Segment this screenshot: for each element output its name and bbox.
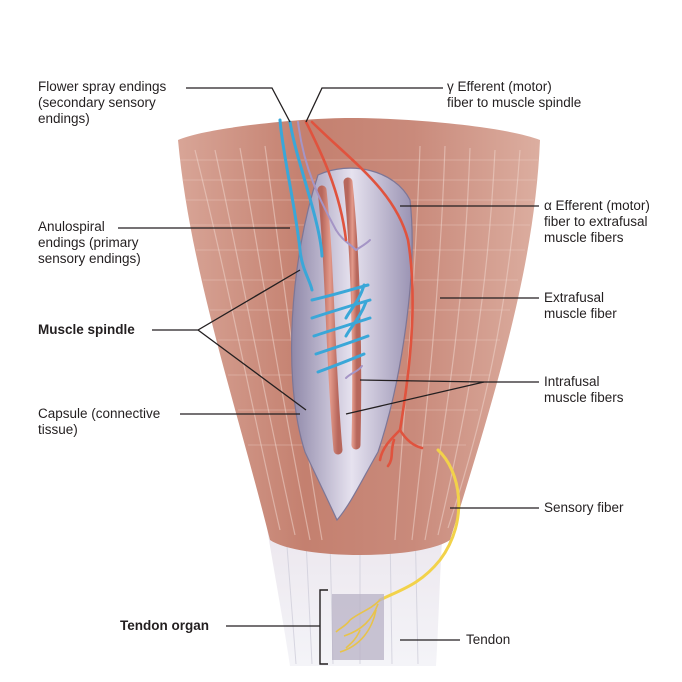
label-tendon: Tendon xyxy=(466,632,511,647)
tendon-organ-bracket xyxy=(319,589,328,665)
label-muscle-spindle: Muscle spindle xyxy=(38,322,135,337)
motor-fibers xyxy=(304,120,424,468)
leader-flower-spray xyxy=(186,87,291,123)
label-tendon-organ: Tendon organ xyxy=(120,618,209,633)
label-gamma-efferent: γ Efferent (motor) fiber to muscle spind… xyxy=(447,79,582,110)
label-intrafusal-muscle-fibers: Intrafusal muscle fibers xyxy=(544,374,624,405)
leader-lines xyxy=(118,87,539,641)
sensory-fiber-path xyxy=(378,448,461,602)
label-extrafusal-muscle-fiber: Extrafusal muscle fiber xyxy=(544,290,617,321)
label-capsule: Capsule (connective tissue) xyxy=(38,406,161,437)
leader-intrafusal-b xyxy=(345,381,485,415)
label-sensory-fiber: Sensory fiber xyxy=(544,500,624,515)
flower-spray-endings xyxy=(297,121,371,379)
label-alpha-efferent: α Efferent (motor) fiber to extrafusal m… xyxy=(544,198,650,245)
leader-gamma xyxy=(305,87,443,123)
gamma-efferent-fiber xyxy=(304,120,348,242)
tendon-organ-endings xyxy=(335,599,381,653)
leader-muscle-spindle-b xyxy=(197,329,307,411)
alpha-efferent-fiber xyxy=(310,120,414,432)
anulospiral-endings xyxy=(278,118,372,374)
label-anulospiral-endings: Anulospiral endings (primary sensory end… xyxy=(38,219,141,266)
label-flower-spray-endings: Flower spray endings (secondary sensory … xyxy=(38,79,167,126)
